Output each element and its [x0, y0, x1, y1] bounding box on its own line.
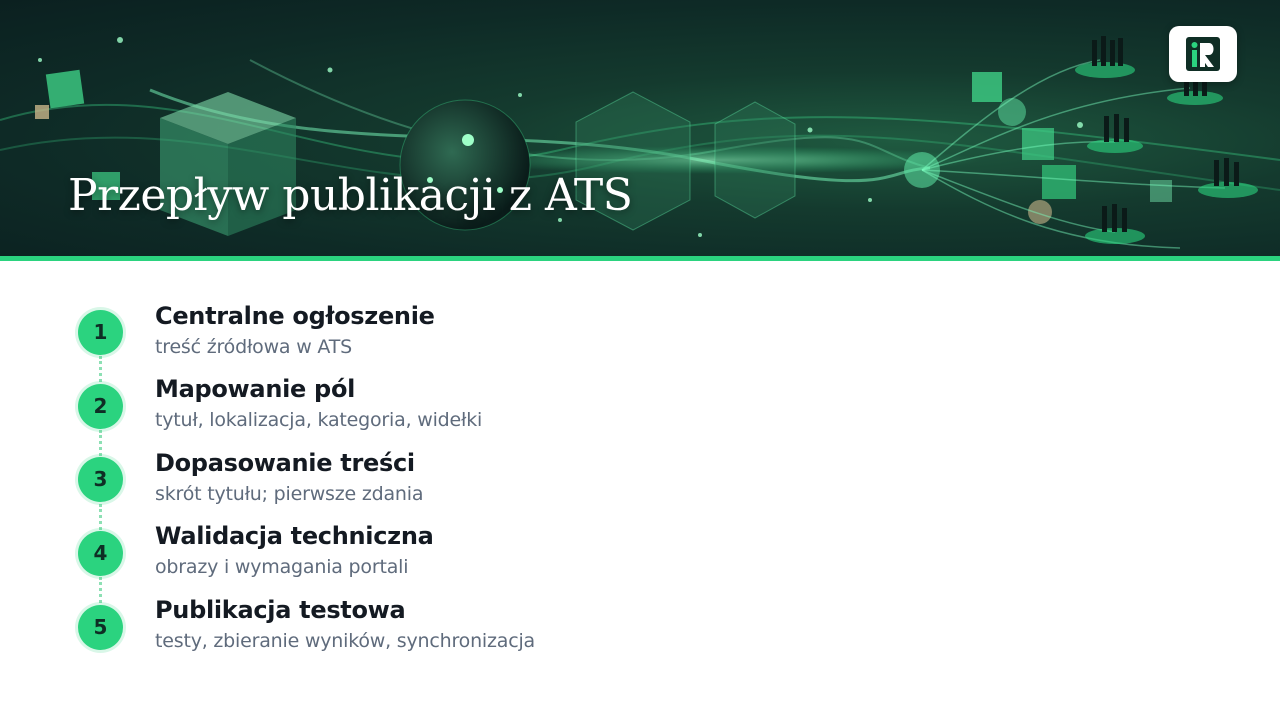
step-title: Mapowanie pól: [155, 375, 356, 403]
step-connector: [99, 504, 102, 530]
banner-accent-line: [0, 256, 1280, 261]
step-connector: [99, 430, 102, 456]
step-title: Dopasowanie treści: [155, 449, 415, 477]
step-number-badge: 1: [78, 310, 123, 355]
header-banner: Przepływ publikacji z ATS: [0, 0, 1280, 256]
step-title: Publikacja testowa: [155, 596, 406, 624]
step-connector: [99, 577, 102, 603]
step-description: treść źródłowa w ATS: [155, 336, 352, 358]
step-number-badge: 2: [78, 384, 123, 429]
step-description: obrazy i wymagania portali: [155, 556, 409, 578]
step-connector: [99, 356, 102, 382]
step-description: testy, zbieranie wyników, synchronizacja: [155, 630, 535, 652]
step-number-badge: 5: [78, 605, 123, 650]
slide-title: Przepływ publikacji z ATS: [68, 170, 633, 221]
step-description: skrót tytułu; pierwsze zdania: [155, 483, 424, 505]
step-title: Walidacja techniczna: [155, 522, 434, 550]
step-number-badge: 3: [78, 457, 123, 502]
banner-illustration: [0, 36, 1280, 249]
step-number-badge: 4: [78, 531, 123, 576]
ir-logo-icon: [1169, 26, 1237, 82]
step-description: tytuł, lokalizacja, kategoria, widełki: [155, 409, 483, 431]
step-title: Centralne ogłoszenie: [155, 302, 435, 330]
